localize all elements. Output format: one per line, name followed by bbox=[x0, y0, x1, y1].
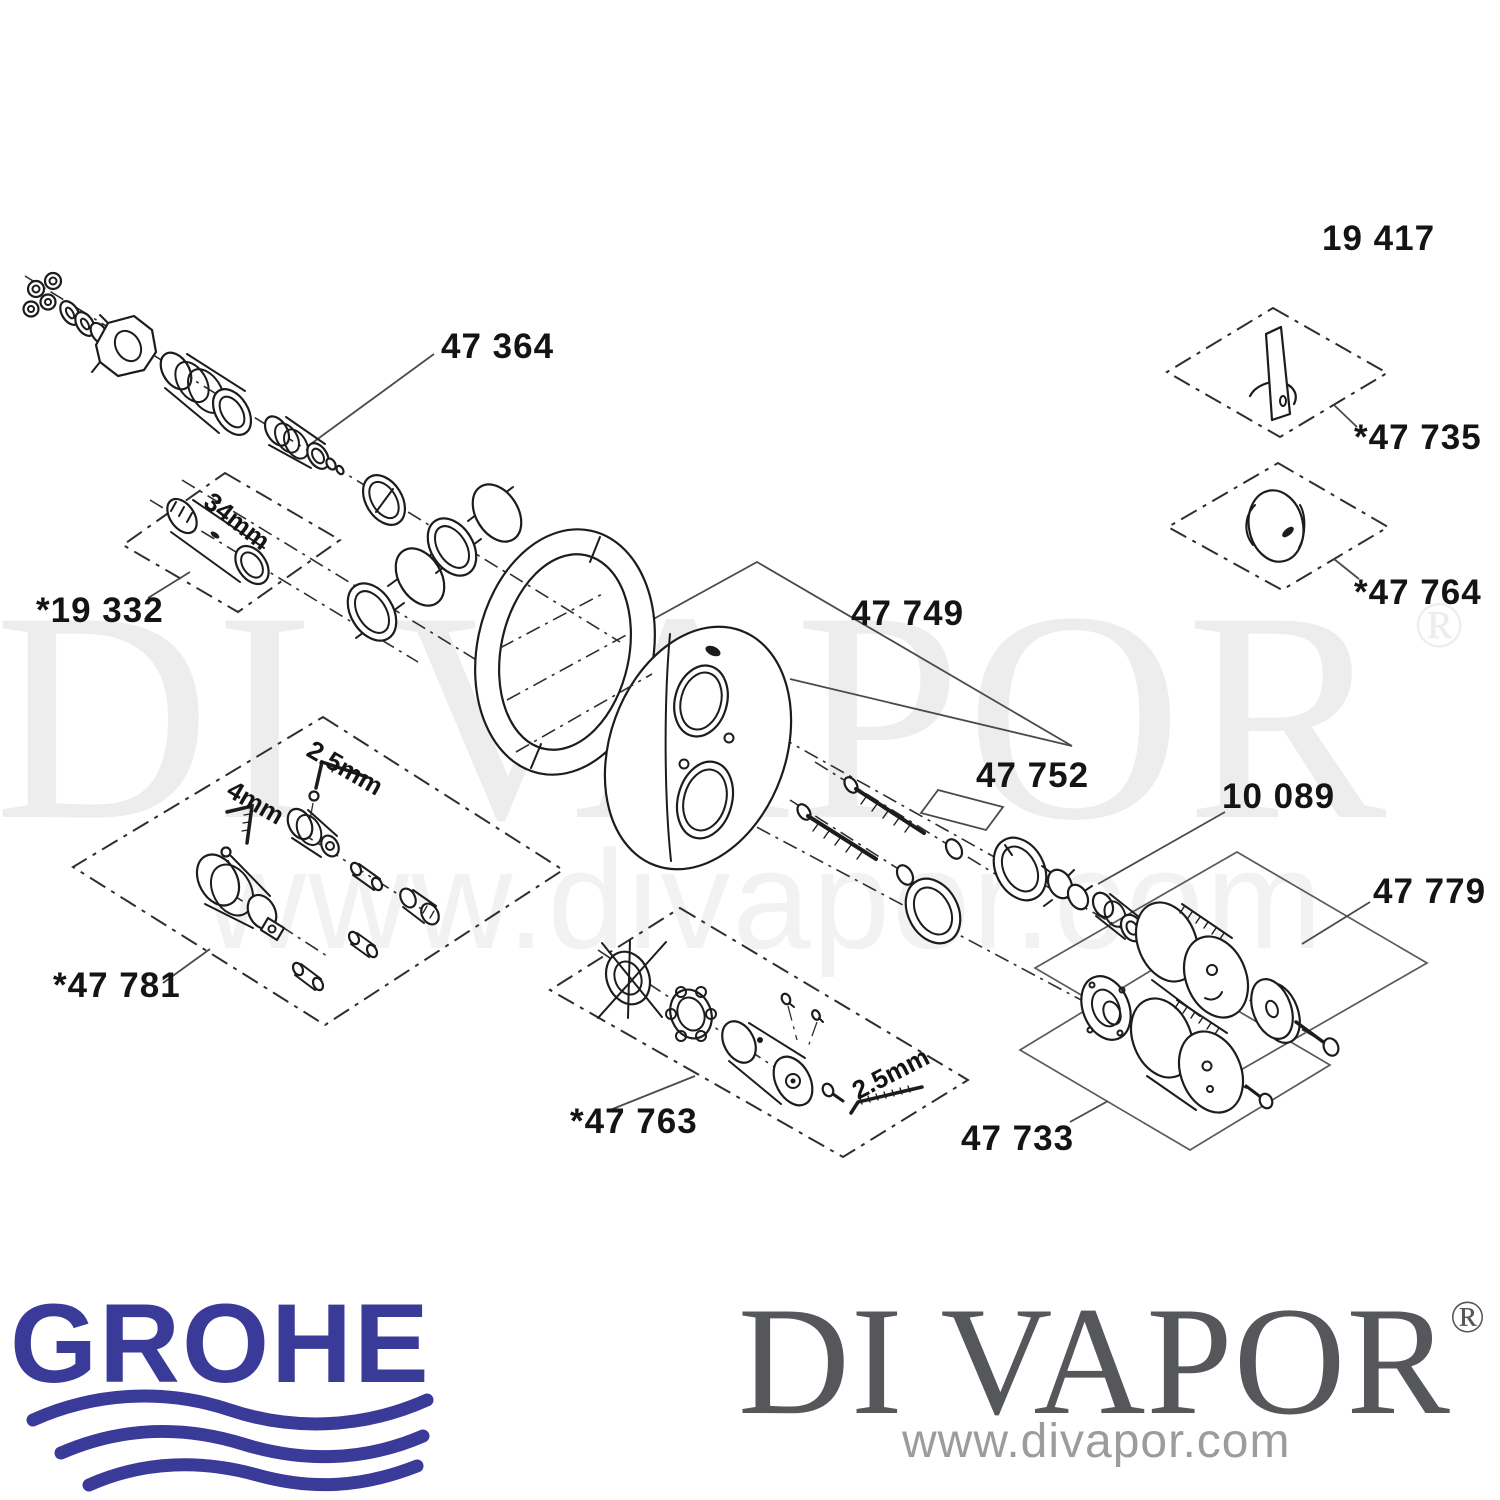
part-label-47781: *47 781 bbox=[53, 966, 181, 1005]
part-label-47733: 47 733 bbox=[961, 1119, 1074, 1158]
mounting-flange bbox=[1080, 975, 1132, 1041]
handle-end-disc bbox=[1250, 978, 1301, 1044]
axis-through-ring bbox=[499, 573, 653, 753]
part-label-10089: 10 089 bbox=[1222, 777, 1335, 816]
watermark-url: www.divapor.com bbox=[205, 821, 1325, 978]
knob-handle-47764 bbox=[1245, 489, 1306, 563]
extension-spindle-34mm bbox=[166, 497, 270, 586]
stop-kit-47781 bbox=[195, 760, 440, 992]
leader-lines bbox=[147, 353, 1371, 1123]
kit-box-47781 bbox=[71, 715, 565, 1027]
grohe-logo-waves bbox=[26, 1389, 434, 1492]
lever-handle-47735 bbox=[1248, 325, 1297, 422]
handle-screw-lower bbox=[1244, 1084, 1274, 1110]
screw-cap-cluster bbox=[22, 271, 63, 318]
cartridge-housing bbox=[159, 351, 253, 436]
escutcheon-ring-plate bbox=[474, 528, 656, 776]
retainer-clip-part bbox=[91, 314, 158, 378]
divapor-url: www.divapor.com bbox=[902, 1415, 1291, 1468]
part-label-47364: 47 364 bbox=[441, 327, 554, 366]
part-label-19417: 19 417 bbox=[1322, 219, 1435, 258]
handle-screw-upper bbox=[1294, 1020, 1340, 1057]
handle-body-upper bbox=[1134, 901, 1250, 1019]
part-label-19332: *19 332 bbox=[36, 591, 164, 630]
part-label-47752: 47 752 bbox=[976, 756, 1089, 795]
watermark-registered-mark: ® bbox=[1414, 589, 1465, 662]
thermostatic-cartridge bbox=[263, 415, 345, 476]
wave-lines bbox=[26, 1389, 434, 1492]
cover-plate-47749 bbox=[603, 625, 793, 871]
part-labels: 19 417 47 364 *47 735 *47 764 *19 332 47… bbox=[36, 219, 1486, 1158]
escutcheon-sleeves bbox=[346, 483, 523, 642]
divapor-registered-mark: ® bbox=[1450, 1291, 1485, 1342]
part-label-47764: *47 764 bbox=[1354, 573, 1482, 612]
kit-box-47763 bbox=[548, 906, 970, 1159]
grohe-logo-wordmark: GROHE bbox=[10, 1281, 431, 1406]
seal-rings bbox=[904, 836, 1048, 945]
fixing-screws-47752 bbox=[796, 776, 964, 886]
part-label-47735: *47 735 bbox=[1354, 418, 1482, 457]
dimension-label-4mm: 4mm bbox=[222, 774, 290, 830]
kit-box-47735 bbox=[1165, 306, 1389, 439]
part-label-47749: 47 749 bbox=[851, 594, 964, 633]
part-label-47779: 47 779 bbox=[1373, 872, 1486, 911]
part-label-47763: *47 763 bbox=[570, 1102, 698, 1141]
kit-box-19332 bbox=[121, 471, 342, 614]
diverter-kit-47763 bbox=[597, 939, 924, 1115]
stop-ring-10089 bbox=[1041, 865, 1093, 911]
divapor-logo-wordmark: DI VAPOR bbox=[738, 1275, 1451, 1447]
seal-ring-small bbox=[361, 474, 407, 526]
kit-box-47764 bbox=[1165, 461, 1390, 592]
handle-body-lower bbox=[1129, 997, 1245, 1114]
